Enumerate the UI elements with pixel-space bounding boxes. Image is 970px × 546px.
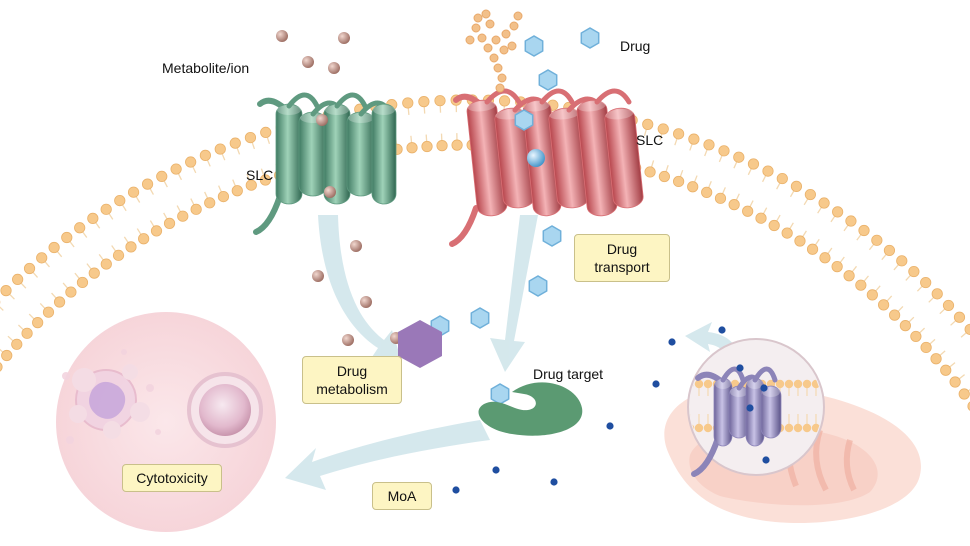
dying-cell <box>62 349 161 444</box>
glycan-chain <box>465 9 523 93</box>
dot-8 <box>760 384 768 392</box>
metabolite-5 <box>324 186 336 198</box>
drug-4 <box>542 225 562 247</box>
metabolite-1 <box>338 32 350 44</box>
metabolite-3 <box>328 62 340 74</box>
arrow-to-metabolism <box>318 215 400 360</box>
arrow-to-drug-target <box>490 215 538 372</box>
drug-metabolism-line2: metabolism <box>316 381 388 397</box>
cytotoxicity-box: Cytotoxicity <box>122 464 222 492</box>
dot-6 <box>452 486 460 494</box>
cytotoxicity-label: Cytotoxicity <box>136 470 208 486</box>
arrow-to-cytotoxicity <box>285 420 490 490</box>
mitochondria <box>664 338 921 523</box>
dot-2 <box>652 380 660 388</box>
drug-0 <box>524 35 544 57</box>
metabolite-8 <box>360 296 372 308</box>
drug-in-channel <box>527 149 545 167</box>
drug-metabolism-line1: Drug <box>336 363 368 379</box>
moa-label: MoA <box>387 488 417 504</box>
drug-target-label: Drug target <box>533 366 604 382</box>
dot-7 <box>736 364 744 372</box>
metabolism-enzyme <box>398 320 442 368</box>
dot-5 <box>550 478 558 486</box>
drug-transport-box: Drug transport <box>574 234 670 282</box>
cytotoxicity-cell <box>56 312 276 532</box>
dot-3 <box>606 422 614 430</box>
metabolite-ion-label: Metabolite/ion <box>162 60 250 76</box>
slc-transporter-red <box>449 88 644 247</box>
dot-9 <box>746 404 754 412</box>
drug-target <box>478 382 583 436</box>
drug-transport-line2: transport <box>594 259 650 275</box>
metabolite-2 <box>302 56 314 68</box>
dot-0 <box>718 326 726 334</box>
drug-label: Drug <box>620 38 651 54</box>
metabolite-7 <box>312 270 324 282</box>
slc-transporter-purple <box>691 366 782 477</box>
drug-8 <box>490 383 510 405</box>
metabolite-0 <box>276 30 288 42</box>
slc-right-label: SLC <box>636 132 664 148</box>
drug-transport-line1: Drug <box>606 241 638 257</box>
dot-4 <box>492 466 500 474</box>
metabolite-9 <box>342 334 354 346</box>
drug-metabolism-box: Drug metabolism <box>302 356 402 404</box>
drug-3 <box>514 109 534 131</box>
dot-1 <box>668 338 676 346</box>
drug-2 <box>538 69 558 91</box>
slc-left-label: SLC <box>246 167 274 183</box>
drug-1 <box>580 27 600 49</box>
metabolite-4 <box>316 114 328 126</box>
drug-5 <box>528 275 548 297</box>
metabolite-6 <box>350 240 362 252</box>
drug-6 <box>470 307 490 329</box>
small-molecule-dots <box>452 326 770 494</box>
metabolite-particles <box>276 30 402 346</box>
drug-molecules <box>430 27 600 405</box>
dot-10 <box>762 456 770 464</box>
moa-box: MoA <box>372 482 432 510</box>
